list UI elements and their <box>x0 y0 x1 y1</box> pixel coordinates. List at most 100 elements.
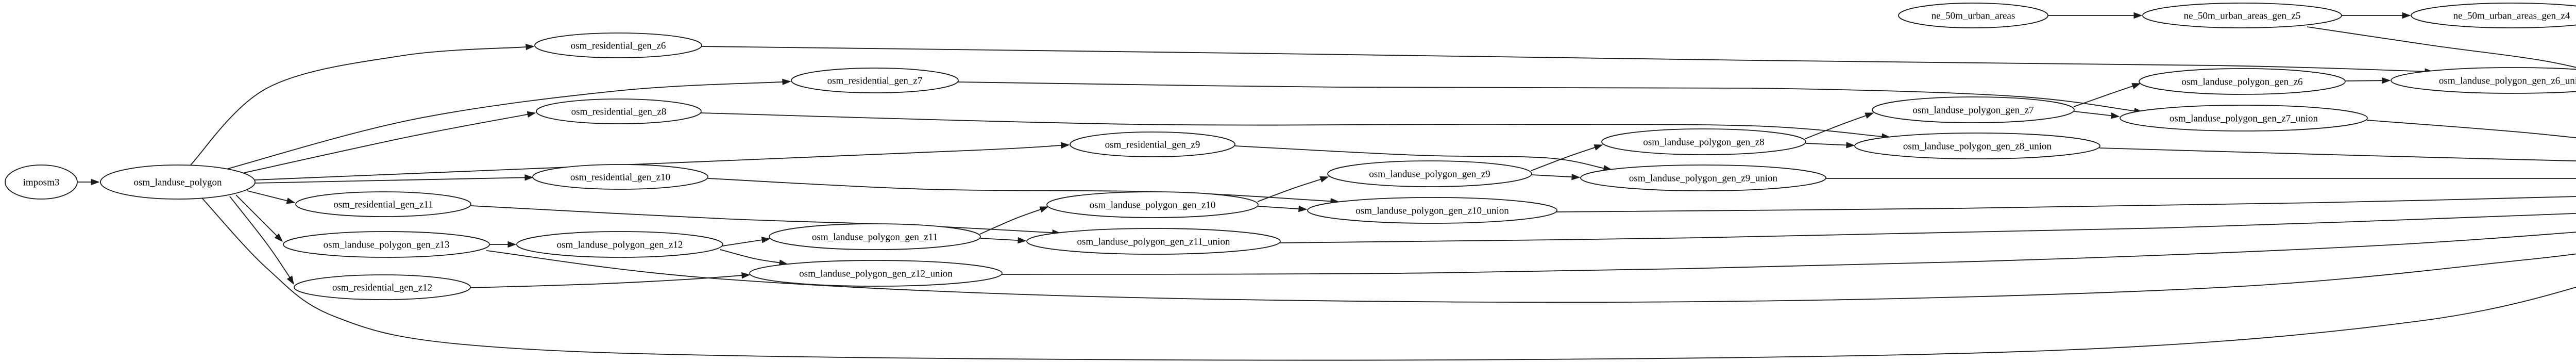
node-label-osm_residential_gen_z12: osm_residential_gen_z12 <box>332 283 432 293</box>
node-osm_residential_gen_z11: osm_residential_gen_z11 <box>295 191 471 217</box>
node-ne_50m_urban_areas: ne_50m_urban_areas <box>1898 3 2048 28</box>
arrowhead-icon <box>524 174 534 181</box>
edge-ne_50m_urban_areas_gen_z5--ne_50m_urban_areas_gen_z4 <box>2342 12 2411 19</box>
node-osm_residential_gen_z7: osm_residential_gen_z7 <box>791 68 959 93</box>
arrowhead-icon <box>286 198 296 204</box>
node-label-osm_landuse_polygon_gen_z10_union: osm_landuse_polygon_gen_z10_union <box>1355 206 1509 217</box>
node-label-osm_residential_gen_z11: osm_residential_gen_z11 <box>333 200 433 210</box>
arrowhead-icon <box>2402 12 2411 19</box>
arrowhead-icon <box>1039 206 1049 213</box>
edge-osm_residential_gen_z6--osm_landuse_polygon_gen_z6_union <box>701 46 2434 75</box>
node-osm_landuse_polygon_gen_z6: osm_landuse_polygon_gen_z6 <box>2139 68 2346 95</box>
edge-osm_landuse_polygon_gen_z7_union--layer_landuse:z7 <box>2366 120 2576 139</box>
edge-osm_landuse_polygon_gen_z9_union--layer_landuse:z9 <box>1826 178 2576 179</box>
edge-osm_landuse_polygon_gen_z10--osm_landuse_polygon_gen_z9 <box>1257 176 1329 202</box>
node-label-osm_landuse_polygon_gen_z12_union: osm_landuse_polygon_gen_z12_union <box>799 269 953 279</box>
node-osm_landuse_polygon_gen_z8: osm_landuse_polygon_gen_z8 <box>1601 128 1806 155</box>
edge-osm_landuse_polygon_gen_z13--layer_landuse:z13 <box>486 250 2576 303</box>
node-label-osm_landuse_polygon_gen_z9: osm_landuse_polygon_gen_z9 <box>1369 169 1490 180</box>
edge-osm_landuse_polygon_gen_z7--osm_landuse_polygon_gen_z7_union <box>2074 111 2120 119</box>
node-label-osm_landuse_polygon_gen_z7_union: osm_landuse_polygon_gen_z7_union <box>2170 113 2318 124</box>
node-osm_landuse_polygon_gen_z13: osm_landuse_polygon_gen_z13 <box>283 231 490 258</box>
edge-osm_landuse_polygon_gen_z12--osm_landuse_polygon_gen_z11 <box>722 237 771 246</box>
arrowhead-icon <box>1846 142 1855 149</box>
node-label-osm_residential_gen_z9: osm_residential_gen_z9 <box>1105 140 1200 151</box>
node-label-osm_landuse_polygon_gen_z6: osm_landuse_polygon_gen_z6 <box>2181 77 2302 88</box>
edge-osm_residential_gen_z12--osm_landuse_polygon_gen_z12_union <box>470 272 751 288</box>
node-osm_landuse_polygon_gen_z6_union: osm_landuse_polygon_gen_z6_union <box>2391 67 2576 94</box>
node-label-ne_50m_urban_areas_gen_z5: ne_50m_urban_areas_gen_z5 <box>2184 11 2301 22</box>
node-osm_landuse_polygon: osm_landuse_polygon <box>100 164 256 200</box>
arrowhead-icon <box>2131 83 2141 89</box>
edge-osm_landuse_polygon_gen_z12_union--layer_landuse:z12 <box>1001 232 2576 275</box>
node-label-osm_landuse_polygon_gen_z11: osm_landuse_polygon_gen_z11 <box>812 232 938 243</box>
nodes-layer: imposm3 osm_landuse_polygon osm_residentia… <box>5 3 2576 300</box>
node-osm_landuse_polygon_gen_z10_union: osm_landuse_polygon_gen_z10_union <box>1307 197 1557 224</box>
edge-osm_landuse_polygon--osm_residential_gen_z11 <box>247 190 296 204</box>
edge-osm_landuse_polygon_gen_z9--osm_landuse_polygon_gen_z9_union <box>1531 173 1581 180</box>
edge-ne_50m_urban_areas_gen_z5--layer_landuse:z5 <box>2307 26 2576 68</box>
node-label-osm_landuse_polygon_gen_z9_union: osm_landuse_polygon_gen_z9_union <box>1629 173 1778 184</box>
edge-imposm3--osm_landuse_polygon <box>77 178 100 186</box>
edge-osm_landuse_polygon_gen_z8--osm_landuse_polygon_gen_z8_union <box>1805 142 1855 149</box>
arrowhead-icon <box>526 43 535 51</box>
edge-osm_landuse_polygon--osm_residential_gen_z8 <box>242 111 536 174</box>
arrowhead-icon <box>1298 205 1308 212</box>
edge-osm_landuse_polygon_gen_z10_union--layer_landuse:z10 <box>1556 196 2576 212</box>
edge-ne_50m_urban_areas--ne_50m_urban_areas_gen_z5 <box>2048 12 2143 19</box>
edge-osm_landuse_polygon_gen_z8--osm_landuse_polygon_gen_z7 <box>1805 112 1874 139</box>
node-osm_residential_gen_z10: osm_residential_gen_z10 <box>532 164 708 190</box>
node-label-osm_landuse_polygon_gen_z7: osm_landuse_polygon_gen_z7 <box>1912 105 2033 116</box>
edge-osm_landuse_polygon--osm_landuse_polygon_gen_z13 <box>235 194 283 242</box>
node-osm_landuse_polygon_gen_z9: osm_landuse_polygon_gen_z9 <box>1327 160 1532 187</box>
arrowhead-icon <box>2110 112 2120 119</box>
node-ne_50m_urban_areas_gen_z5: ne_50m_urban_areas_gen_z5 <box>2142 3 2342 28</box>
arrowhead-icon <box>782 78 791 86</box>
edge-osm_landuse_polygon_gen_z6--osm_landuse_polygon_gen_z6_union <box>2345 77 2391 84</box>
edge-osm_landuse_polygon--osm_residential_gen_z10 <box>255 174 534 184</box>
node-osm_residential_gen_z9: osm_residential_gen_z9 <box>1070 131 1235 157</box>
node-osm_landuse_polygon_gen_z7_union: osm_landuse_polygon_gen_z7_union <box>2120 105 2368 131</box>
edge-osm_landuse_polygon_gen_z9--osm_landuse_polygon_gen_z8 <box>1531 144 1603 171</box>
edges-layer <box>77 12 2576 361</box>
arrowhead-icon <box>2133 12 2143 19</box>
edge-osm_residential_gen_z11--osm_landuse_polygon_gen_z11_union <box>470 205 1061 236</box>
node-osm_landuse_polygon_gen_z7: osm_landuse_polygon_gen_z7 <box>1872 96 2075 123</box>
arrowhead-icon <box>1865 112 1874 119</box>
node-label-osm_landuse_polygon_gen_z8_union: osm_landuse_polygon_gen_z8_union <box>1903 141 2052 152</box>
node-label-osm_landuse_polygon: osm_landuse_polygon <box>134 177 222 188</box>
node-label-osm_landuse_polygon_gen_z6_union: osm_landuse_polygon_gen_z6_union <box>2439 76 2576 87</box>
edge-osm_landuse_polygon_gen_z13--osm_landuse_polygon_gen_z12 <box>489 241 517 248</box>
node-label-imposm3: imposm3 <box>23 177 60 188</box>
arrowhead-icon <box>1571 173 1581 180</box>
edge-osm_landuse_polygon_gen_z10--osm_landuse_polygon_gen_z10_union <box>1258 205 1308 212</box>
arrowhead-icon <box>91 178 100 186</box>
arrowhead-icon <box>1018 237 1027 244</box>
edge-osm_landuse_polygon--osm_residential_gen_z12 <box>229 196 294 285</box>
edge-osm_landuse_polygon--osm_residential_gen_z6 <box>189 43 535 167</box>
arrowhead-icon <box>1594 144 1603 151</box>
edge-osm_landuse_polygon_gen_z7--osm_landuse_polygon_gen_z6 <box>2073 83 2141 107</box>
node-ne_50m_urban_areas_gen_z4: ne_50m_urban_areas_gen_z4 <box>2411 3 2576 28</box>
edge-osm_landuse_polygon--osm_residential_gen_z9 <box>254 142 1070 180</box>
edge-osm_landuse_polygon_gen_z8_union--layer_landuse:z8 <box>2099 147 2576 161</box>
node-label-osm_residential_gen_z7: osm_residential_gen_z7 <box>827 76 923 87</box>
node-osm_landuse_polygon_gen_z12: osm_landuse_polygon_gen_z12 <box>516 231 723 258</box>
arrowhead-icon <box>527 111 536 118</box>
edge-osm_landuse_polygon_gen_z11--osm_landuse_polygon_gen_z10 <box>979 206 1049 235</box>
node-label-ne_50m_urban_areas_gen_z4: ne_50m_urban_areas_gen_z4 <box>2453 11 2570 22</box>
node-osm_landuse_polygon_gen_z12_union: osm_landuse_polygon_gen_z12_union <box>749 260 1003 287</box>
node-osm_residential_gen_z8: osm_residential_gen_z8 <box>536 98 702 124</box>
arrowhead-icon <box>507 241 517 248</box>
edge-osm_landuse_polygon_gen_z11--osm_landuse_polygon_gen_z11_union <box>980 237 1027 244</box>
node-osm_landuse_polygon_gen_z9_union: osm_landuse_polygon_gen_z9_union <box>1580 164 1826 191</box>
arrowhead-icon <box>2382 77 2391 84</box>
node-imposm3: imposm3 <box>5 164 78 200</box>
edge-osm_landuse_polygon_gen_z12--osm_landuse_polygon_gen_z12_union <box>720 249 788 266</box>
node-label-osm_residential_gen_z6: osm_residential_gen_z6 <box>571 41 666 52</box>
edge-osm_landuse_polygon--layer_landuse:z14+ <box>201 198 2576 361</box>
node-osm_landuse_polygon_gen_z10: osm_landuse_polygon_gen_z10 <box>1046 191 1259 218</box>
node-osm_residential_gen_z6: osm_residential_gen_z6 <box>534 32 702 58</box>
node-label-osm_landuse_polygon_gen_z8: osm_landuse_polygon_gen_z8 <box>1643 137 1764 148</box>
